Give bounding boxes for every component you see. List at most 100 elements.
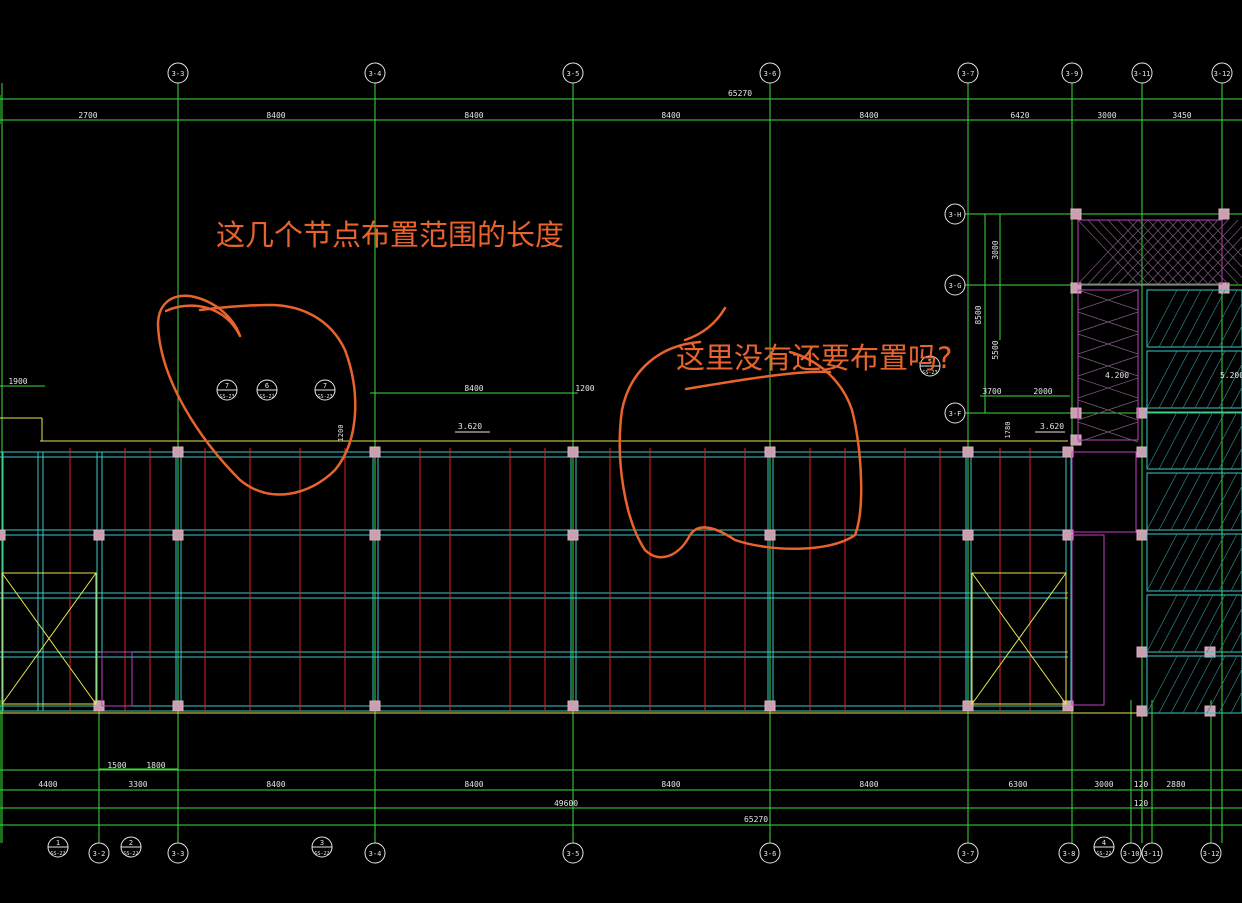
stair-flight <box>1146 289 1242 348</box>
axis-bubble[interactable]: 3-9 <box>1061 62 1083 84</box>
axis-bubble-label: 3-2 <box>93 850 106 858</box>
axis-bubble[interactable]: 3-5 <box>562 842 584 864</box>
hatch-stroke <box>1187 219 1242 279</box>
stair-diagonal <box>971 572 1067 705</box>
section-markers[interactable]: 7GS-236GS-227GS-231GS-222GS-223GS-224GS-… <box>47 355 1115 858</box>
axis-bubble-label: 3-6 <box>764 850 777 858</box>
hatch-stroke <box>1182 350 1214 409</box>
section-marker[interactable]: 4GS-22 <box>1093 836 1115 858</box>
section-marker[interactable]: 7GS-23 <box>216 379 238 401</box>
hatch-stroke <box>1182 655 1214 714</box>
dim-bottom-sub-label: 49600 <box>554 799 578 808</box>
hatch-stroke <box>1218 424 1242 470</box>
freehand-markup <box>156 294 863 559</box>
dim-top-label: 8400 <box>464 111 483 120</box>
axis-bubble[interactable]: 3-5 <box>562 62 584 84</box>
axis-bubble-label: 3-12 <box>1214 70 1231 78</box>
axis-bubble[interactable]: 3-G <box>944 274 966 296</box>
hatch-stroke <box>1206 594 1238 653</box>
dim-total-label: 65270 <box>728 89 752 98</box>
section-marker[interactable]: 1GS-22 <box>47 836 69 858</box>
section-marker[interactable]: 2GS-22 <box>120 836 142 858</box>
axis-bubble[interactable]: 3-7 <box>957 62 979 84</box>
section-ref: GS-22 <box>123 851 138 857</box>
hatch-area <box>1077 219 1223 285</box>
stair-diagonal <box>1 572 97 705</box>
hatch-stroke <box>1194 594 1226 653</box>
axis-bubble[interactable]: 3-2 <box>88 842 110 864</box>
axis-bubble[interactable]: 3-12 <box>1200 842 1222 864</box>
dim-bottom-label: 120 <box>1134 780 1149 789</box>
axis-bubble[interactable]: 3-11 <box>1141 842 1163 864</box>
axis-bubble[interactable]: 3-6 <box>759 842 781 864</box>
section-ref: GS-23 <box>317 394 332 400</box>
axis-bubble[interactable]: 3-8 <box>1058 842 1080 864</box>
axis-bubble[interactable]: 3-3 <box>167 842 189 864</box>
column <box>1070 282 1082 294</box>
axis-bubble[interactable]: 3-10 <box>1120 842 1142 864</box>
hatch-stroke <box>1170 350 1202 409</box>
hatch-stroke <box>1230 386 1242 409</box>
dim-left-label: 8400 <box>464 384 483 393</box>
axis-bubble-circle <box>944 274 966 296</box>
axis-bubbles[interactable]: 3-3 3-4 3-5 3-6 3-7 3-9 3-11 3-12 3-2 3-3 3-4 3-5 3-… <box>88 62 1233 864</box>
hatch-stroke <box>1077 333 1139 355</box>
hatch-stroke <box>1194 350 1226 409</box>
column <box>1204 705 1216 717</box>
dim-bottom-label: 2880 <box>1166 780 1185 789</box>
hatch-stroke <box>1077 377 1139 399</box>
hatch-stroke <box>1158 411 1190 470</box>
section-number: 7 <box>225 382 229 390</box>
hatch-stroke <box>1218 485 1242 531</box>
axis-bubble[interactable]: 3-6 <box>759 62 781 84</box>
axis-bubble[interactable]: 3-7 <box>957 842 979 864</box>
hatch-stroke <box>1146 472 1178 531</box>
hatch-stroke <box>1230 447 1242 470</box>
hatch-stroke <box>1146 350 1178 409</box>
hatch-stroke <box>1158 533 1190 592</box>
hatch-stroke <box>1230 325 1242 348</box>
section-marker[interactable]: 6GS-22 <box>256 379 278 401</box>
axis-bubble[interactable]: 3-12 <box>1211 62 1233 84</box>
dim-top-label: 3000 <box>1097 111 1116 120</box>
column <box>172 700 184 712</box>
axis-bubble-label: 3-7 <box>962 850 975 858</box>
hatch-stroke <box>1182 533 1214 592</box>
section-marker[interactable]: 7GS-23 <box>314 379 336 401</box>
axis-bubble-label: 3-4 <box>369 850 382 858</box>
hatch-stroke <box>1170 472 1202 531</box>
axis-bubble[interactable]: 3-11 <box>1131 62 1153 84</box>
axis-bubble-circle <box>364 62 386 84</box>
section-marker[interactable]: 3GS-22 <box>311 836 333 858</box>
axis-bubble-circle <box>1131 62 1153 84</box>
hatch-stroke <box>1230 508 1242 531</box>
hatch-stroke <box>1146 594 1178 653</box>
section-ref: GS-23 <box>922 370 937 376</box>
axis-bubble-circle <box>562 842 584 864</box>
axis-bubble-label: 3-3 <box>172 850 185 858</box>
section-number: 4 <box>1102 839 1106 847</box>
markup-circle-left <box>156 294 357 496</box>
section-marker[interactable]: 5GS-23 <box>919 355 941 377</box>
axis-bubble[interactable]: 3-H <box>944 203 966 225</box>
hatch-stroke <box>1187 225 1242 285</box>
hatch-stroke <box>1170 533 1202 592</box>
axis-bubble[interactable]: 3-4 <box>364 62 386 84</box>
dim-bottom-label: 8400 <box>661 780 680 789</box>
axis-bubble-circle <box>759 842 781 864</box>
dim-left-label: 1200 <box>575 384 594 393</box>
hatch-stroke <box>1158 655 1190 714</box>
hatch-stroke <box>1182 594 1214 653</box>
axis-bubble[interactable]: 3-3 <box>167 62 189 84</box>
axis-bubble-circle <box>562 62 584 84</box>
hatch-stroke <box>1146 655 1178 714</box>
axis-bubble[interactable]: 3-F <box>944 402 966 424</box>
hatch-stroke <box>1077 399 1139 421</box>
column <box>1136 705 1148 717</box>
hatch-stroke <box>1158 472 1190 531</box>
axis-bubble-circle <box>1120 842 1142 864</box>
column <box>1218 282 1230 294</box>
axis-bubble[interactable]: 3-4 <box>364 842 386 864</box>
hatch-stroke <box>1077 311 1139 333</box>
